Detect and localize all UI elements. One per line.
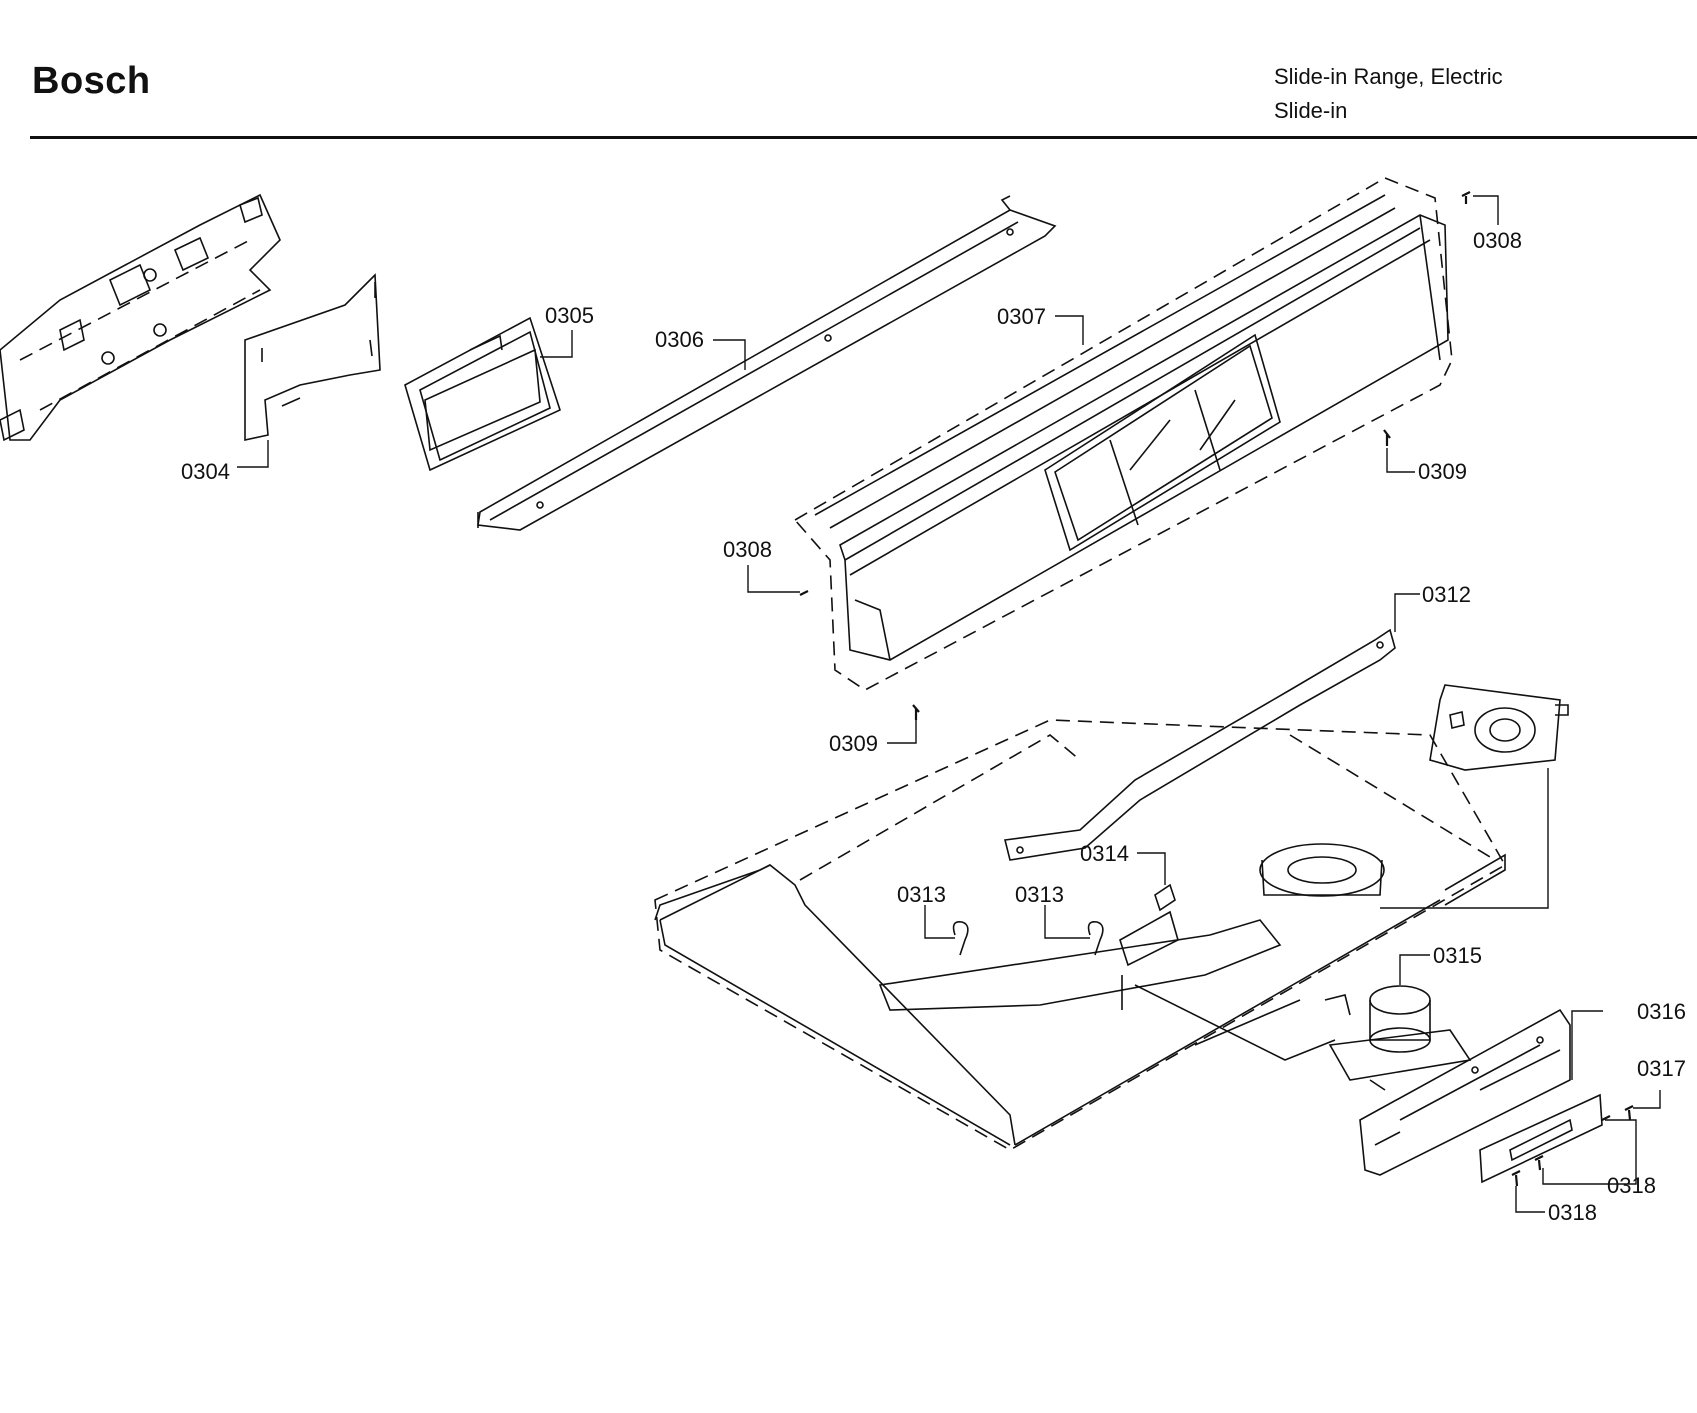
callout-0313-b: 0313 xyxy=(1015,882,1064,907)
part-0316-bracket xyxy=(1359,1008,1571,1176)
callout-0308-top: 0308 xyxy=(1473,228,1522,253)
callout-0305: 0305 xyxy=(545,303,594,328)
leader-lines xyxy=(237,195,1661,1213)
callout-0313-a: 0313 xyxy=(897,882,946,907)
callout-0304: 0304 xyxy=(181,459,230,484)
part-0307-control-panel xyxy=(793,177,1453,691)
part-0313-clips xyxy=(952,920,1104,956)
screws-panel xyxy=(799,191,1471,720)
brand-title: Bosch xyxy=(32,60,151,102)
side-bracket-part xyxy=(0,193,281,442)
callout-0314: 0314 xyxy=(1080,841,1129,866)
callout-0318-top: 0317 xyxy=(1637,1056,1686,1081)
callout-0308-left: 0308 xyxy=(723,537,772,562)
part-0318-screws xyxy=(1511,1105,1634,1187)
callout-0306: 0306 xyxy=(655,327,704,352)
callout-labels: 0304 0305 0306 0307 0308 0308 0309 0309 … xyxy=(181,228,1686,1225)
part-0306-rail xyxy=(477,195,1057,531)
callout-0312: 0312 xyxy=(1422,582,1471,607)
product-line-2: Slide-in xyxy=(1274,98,1348,123)
part-0312-bar xyxy=(1004,628,1396,861)
part-0305-module xyxy=(404,316,561,472)
callout-0315: 0315 xyxy=(1433,943,1482,968)
callout-0309-right: 0309 xyxy=(1418,459,1467,484)
part-0315-motor xyxy=(1324,985,1472,1091)
callout-0316: 0316 xyxy=(1637,999,1686,1024)
part-0317-plate xyxy=(1479,1093,1603,1184)
product-line-1: Slide-in Range, Electric xyxy=(1274,64,1503,89)
header-divider xyxy=(30,136,1697,139)
fan-cover-plate xyxy=(1380,684,1569,909)
part-0314-thermostat xyxy=(1119,883,1179,1010)
part-0304-plate xyxy=(244,273,381,441)
bottom-pan-assembly xyxy=(654,719,1507,1151)
callout-0309-bottom: 0309 xyxy=(829,731,878,756)
callout-0307: 0307 xyxy=(997,304,1046,329)
callout-0317: 0318 xyxy=(1607,1173,1656,1198)
callout-0318-bottom: 0318 xyxy=(1548,1200,1597,1225)
